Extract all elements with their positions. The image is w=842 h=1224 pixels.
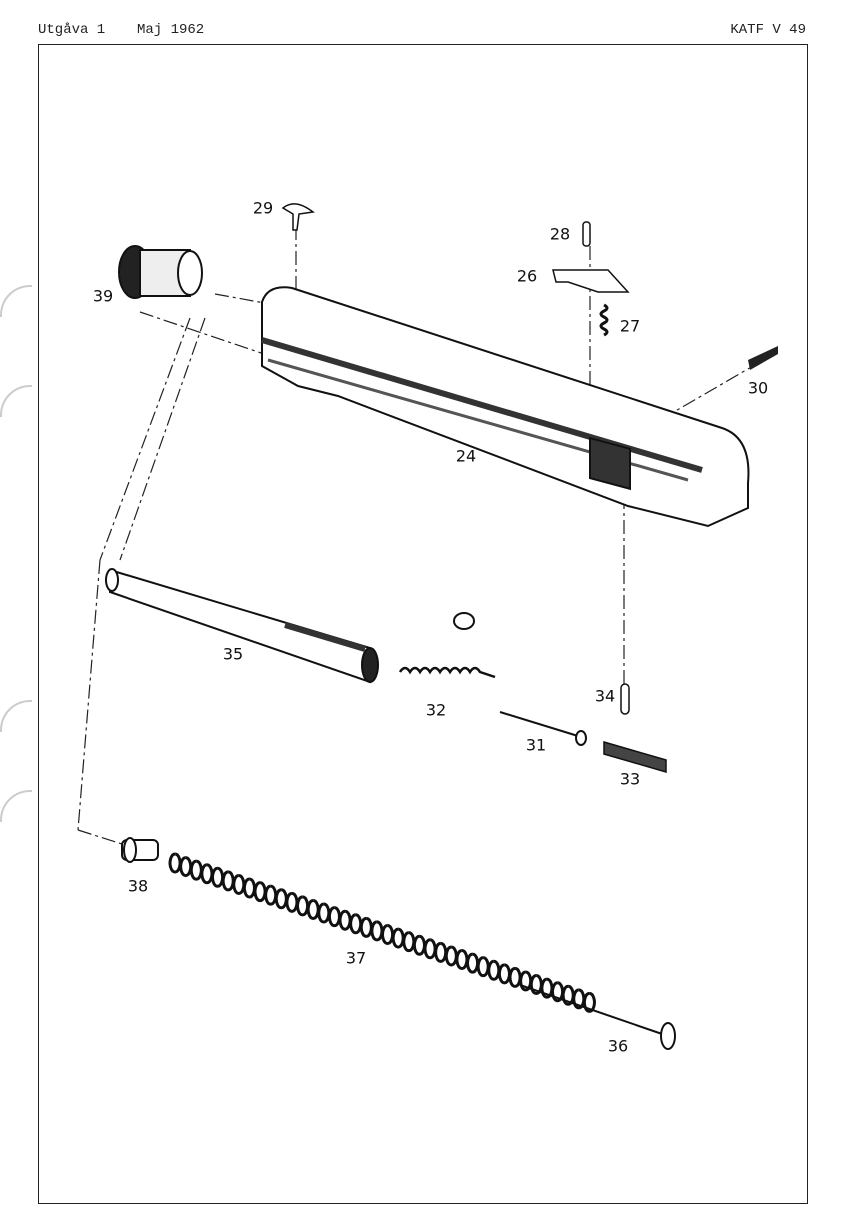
drawing-frame <box>38 44 808 1204</box>
part-27 <box>599 303 609 337</box>
assembly-line <box>77 829 126 846</box>
part-label-33: 33 <box>619 769 641 789</box>
assembly-line <box>99 317 191 561</box>
part-label-39: 39 <box>92 286 114 306</box>
part-label-29: 29 <box>252 198 274 218</box>
part-label-35: 35 <box>222 644 244 664</box>
part-label-34: 34 <box>594 686 616 706</box>
part-label-32: 32 <box>425 700 447 720</box>
part-label-28: 28 <box>549 224 571 244</box>
part-label-26: 26 <box>516 266 538 286</box>
part-label-36: 36 <box>607 1036 629 1056</box>
assembly-line <box>119 317 206 561</box>
part-29 <box>281 203 315 231</box>
barrel-bushing-39 <box>118 245 203 299</box>
part-33 <box>603 741 667 773</box>
spring-32 <box>398 666 496 679</box>
assembly-line <box>659 361 761 421</box>
firing-pin-31 <box>499 711 579 737</box>
part-label-31: 31 <box>525 735 547 755</box>
pin-34 <box>620 683 630 715</box>
assembly-line <box>77 559 101 831</box>
rear-sight-30 <box>748 346 778 370</box>
assembly-line <box>139 311 271 357</box>
part-label-30: 30 <box>747 378 769 398</box>
assembly-line <box>214 293 271 305</box>
spring-guide-cap-38 <box>121 837 159 863</box>
document-id: KATF V 49 <box>730 22 806 38</box>
date-label: Maj 1962 <box>137 22 205 38</box>
part-label-37: 37 <box>345 948 367 968</box>
part-label-38: 38 <box>127 876 149 896</box>
part-label-24: 24 <box>455 446 477 466</box>
slide-24 <box>261 286 750 528</box>
part-28 <box>582 221 591 247</box>
edition-label: Utgåva 1 <box>38 22 106 38</box>
part-26 <box>552 269 630 293</box>
part-label-27: 27 <box>619 316 641 336</box>
small-part <box>453 612 475 630</box>
recoil-spring-37 <box>168 852 596 1013</box>
barrel-35 <box>105 568 379 684</box>
guide-rod-36 <box>519 984 676 1050</box>
